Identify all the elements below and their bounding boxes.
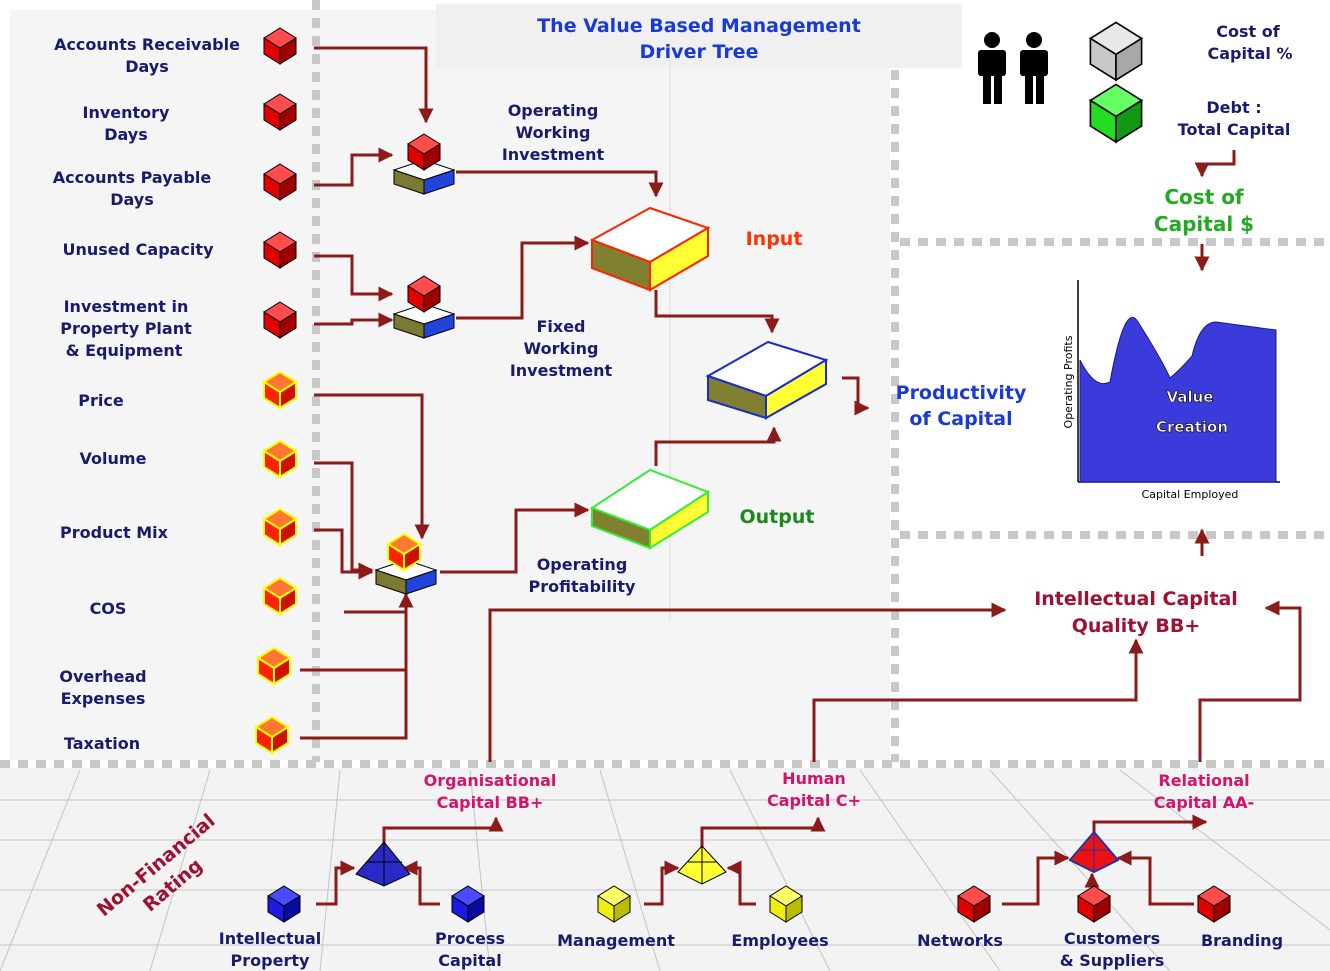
op-label-2: Profitability (529, 577, 636, 596)
title-line-1: The Value Based Management (537, 15, 861, 37)
output-box (589, 468, 711, 550)
grey-cube-icon (1088, 21, 1144, 82)
org-capital-label-2: Capital BB+ (437, 793, 544, 812)
cost-dollar-label-1: Cost of (1164, 185, 1244, 209)
item-process-capital-2: Capital (438, 951, 501, 970)
driver-ar-days-1: Accounts Receivable (54, 35, 240, 54)
pyramid-icon (677, 845, 727, 885)
human-capital-label-2: Capital C+ (767, 791, 861, 810)
driver-ap-days-1: Accounts Payable (53, 168, 212, 187)
driver-ap-days-2: Days (110, 190, 154, 209)
node-labels: Operating Working Investment Fixed Worki… (502, 101, 636, 596)
debt-label-2: Total Capital (1178, 120, 1291, 139)
item-networks: Networks (917, 931, 1003, 950)
yellow-cube-icon (597, 885, 631, 923)
yellow-cube-icon (769, 885, 803, 923)
value-creation-chart: Value Creation Capital Employed Operatin… (1062, 280, 1280, 501)
chart-y-label: Operating Profits (1062, 335, 1075, 428)
cost-pct-label-1: Cost of (1216, 22, 1280, 41)
pyramid-icon (355, 841, 411, 887)
driver-ppe-2: Property Plant (60, 319, 192, 338)
fwi-label-1: Fixed (536, 317, 585, 336)
chart-text-2: Creation (1156, 418, 1228, 436)
productivity-box (705, 340, 829, 420)
driver-cos: COS (90, 599, 127, 618)
driver-overhead-2: Expenses (61, 689, 146, 708)
pyramid-icon (1068, 830, 1120, 874)
person-icon (978, 32, 1006, 104)
person-icon (1020, 32, 1048, 104)
chart-text-1: Value (1167, 388, 1214, 406)
cost-dollar-label-2: Capital $ (1154, 212, 1254, 236)
op-label-1: Operating (537, 555, 628, 574)
item-employees: Employees (731, 931, 828, 950)
driver-ppe-3: & Equipment (66, 341, 183, 360)
driver-labels: Accounts Receivable Days Inventory Days … (53, 35, 240, 753)
input-box (589, 206, 711, 292)
owi-label-2: Working (516, 123, 591, 142)
title-box (436, 4, 962, 68)
relational-capital-label-1: Relational (1158, 771, 1249, 790)
driver-volume: Volume (80, 449, 147, 468)
chart-x-label: Capital Employed (1142, 488, 1239, 501)
person-icons (978, 32, 1048, 104)
intellectual-capital-label-1: Intellectual Capital (1034, 588, 1238, 610)
item-intellectual-property-1: Intellectual (219, 929, 321, 948)
driver-product-mix: Product Mix (60, 523, 169, 542)
green-cube-icon (1088, 83, 1144, 144)
floor-grid (0, 769, 1330, 971)
nf-item-labels: Intellectual Property Process Capital Ma… (219, 929, 1283, 970)
output-label: Output (740, 506, 815, 528)
driver-inventory-2: Days (104, 125, 148, 144)
driver-unused-capacity: Unused Capacity (62, 240, 214, 259)
cost-pct-label-2: Capital % (1207, 44, 1292, 63)
chart-area (1079, 316, 1277, 483)
blue-cube-icon (267, 885, 301, 923)
relational-capital-label-2: Capital AA- (1154, 793, 1254, 812)
item-management: Management (557, 931, 675, 950)
input-label: Input (746, 228, 803, 250)
productivity-label-2: of Capital (909, 408, 1012, 430)
driver-overhead-1: Overhead (59, 667, 146, 686)
intellectual-capital-label-2: Quality BB+ (1072, 615, 1201, 637)
org-capital-label-1: Organisational (424, 771, 557, 790)
item-intellectual-property-2: Property (231, 951, 310, 970)
connector-arrows (300, 46, 1302, 762)
debt-label-1: Debt : (1206, 98, 1261, 117)
human-capital-label-1: Human (782, 769, 846, 788)
driver-ar-days-2: Days (125, 57, 169, 76)
title-line-2: Driver Tree (640, 41, 759, 63)
fwi-label-2: Working (524, 339, 599, 358)
driver-ppe-1: Investment in (64, 297, 189, 316)
item-customers-2: & Suppliers (1060, 951, 1165, 970)
productivity-label-1: Productivity (896, 382, 1027, 404)
item-customers-1: Customers (1064, 929, 1160, 948)
blue-cube-icon (451, 885, 485, 923)
item-branding: Branding (1201, 931, 1283, 950)
item-process-capital-1: Process (435, 929, 505, 948)
driver-inventory-1: Inventory (83, 103, 171, 122)
owi-label-3: Investment (502, 145, 605, 164)
owi-label-1: Operating (508, 101, 599, 120)
separator-lines (0, 0, 1330, 768)
driver-taxation: Taxation (64, 734, 140, 753)
fwi-label-3: Investment (510, 361, 613, 380)
driver-price: Price (78, 391, 124, 410)
